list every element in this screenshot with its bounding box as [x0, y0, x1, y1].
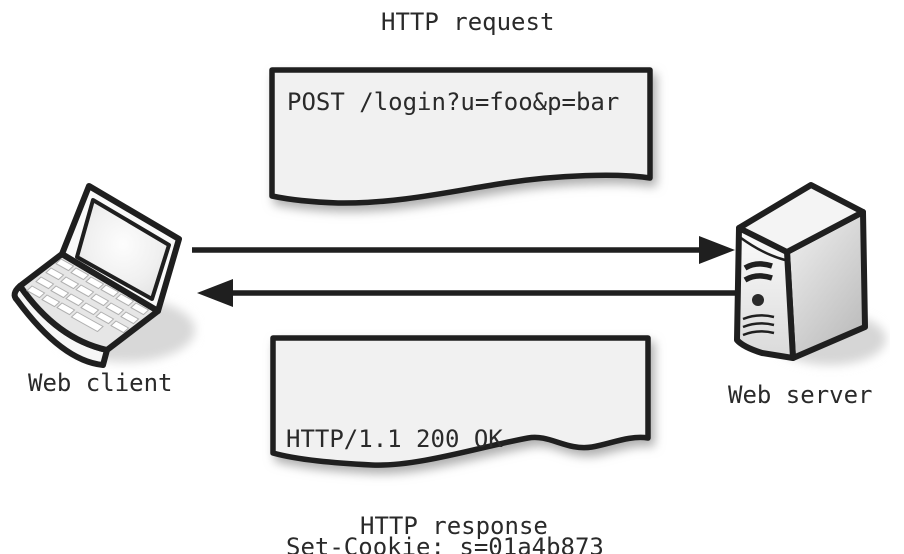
laptop-keys [26, 258, 149, 334]
response-note [270, 335, 651, 468]
client-label: Web client [28, 369, 173, 397]
http-response-title: HTTP response [360, 512, 548, 540]
arrow-left-icon [197, 279, 742, 307]
http-request-title: HTTP request [381, 8, 555, 36]
arrow-right-icon [192, 236, 735, 264]
server-front-details [740, 236, 786, 337]
response-note-text: HTTP/1.1 200 OK Set-Cookie: s=01a4b873 [286, 349, 604, 554]
laptop-icon [11, 183, 195, 368]
server-label: Web server [728, 381, 873, 409]
server-tower-icon [734, 182, 886, 365]
request-response-arrows [192, 236, 742, 307]
response-note-line-1: HTTP/1.1 200 OK [286, 425, 503, 453]
request-note [269, 67, 653, 206]
request-note-text: POST /login?u=foo&p=bar [287, 88, 620, 116]
response-note-line-2: Set-Cookie: s=01a4b873 [286, 533, 604, 554]
